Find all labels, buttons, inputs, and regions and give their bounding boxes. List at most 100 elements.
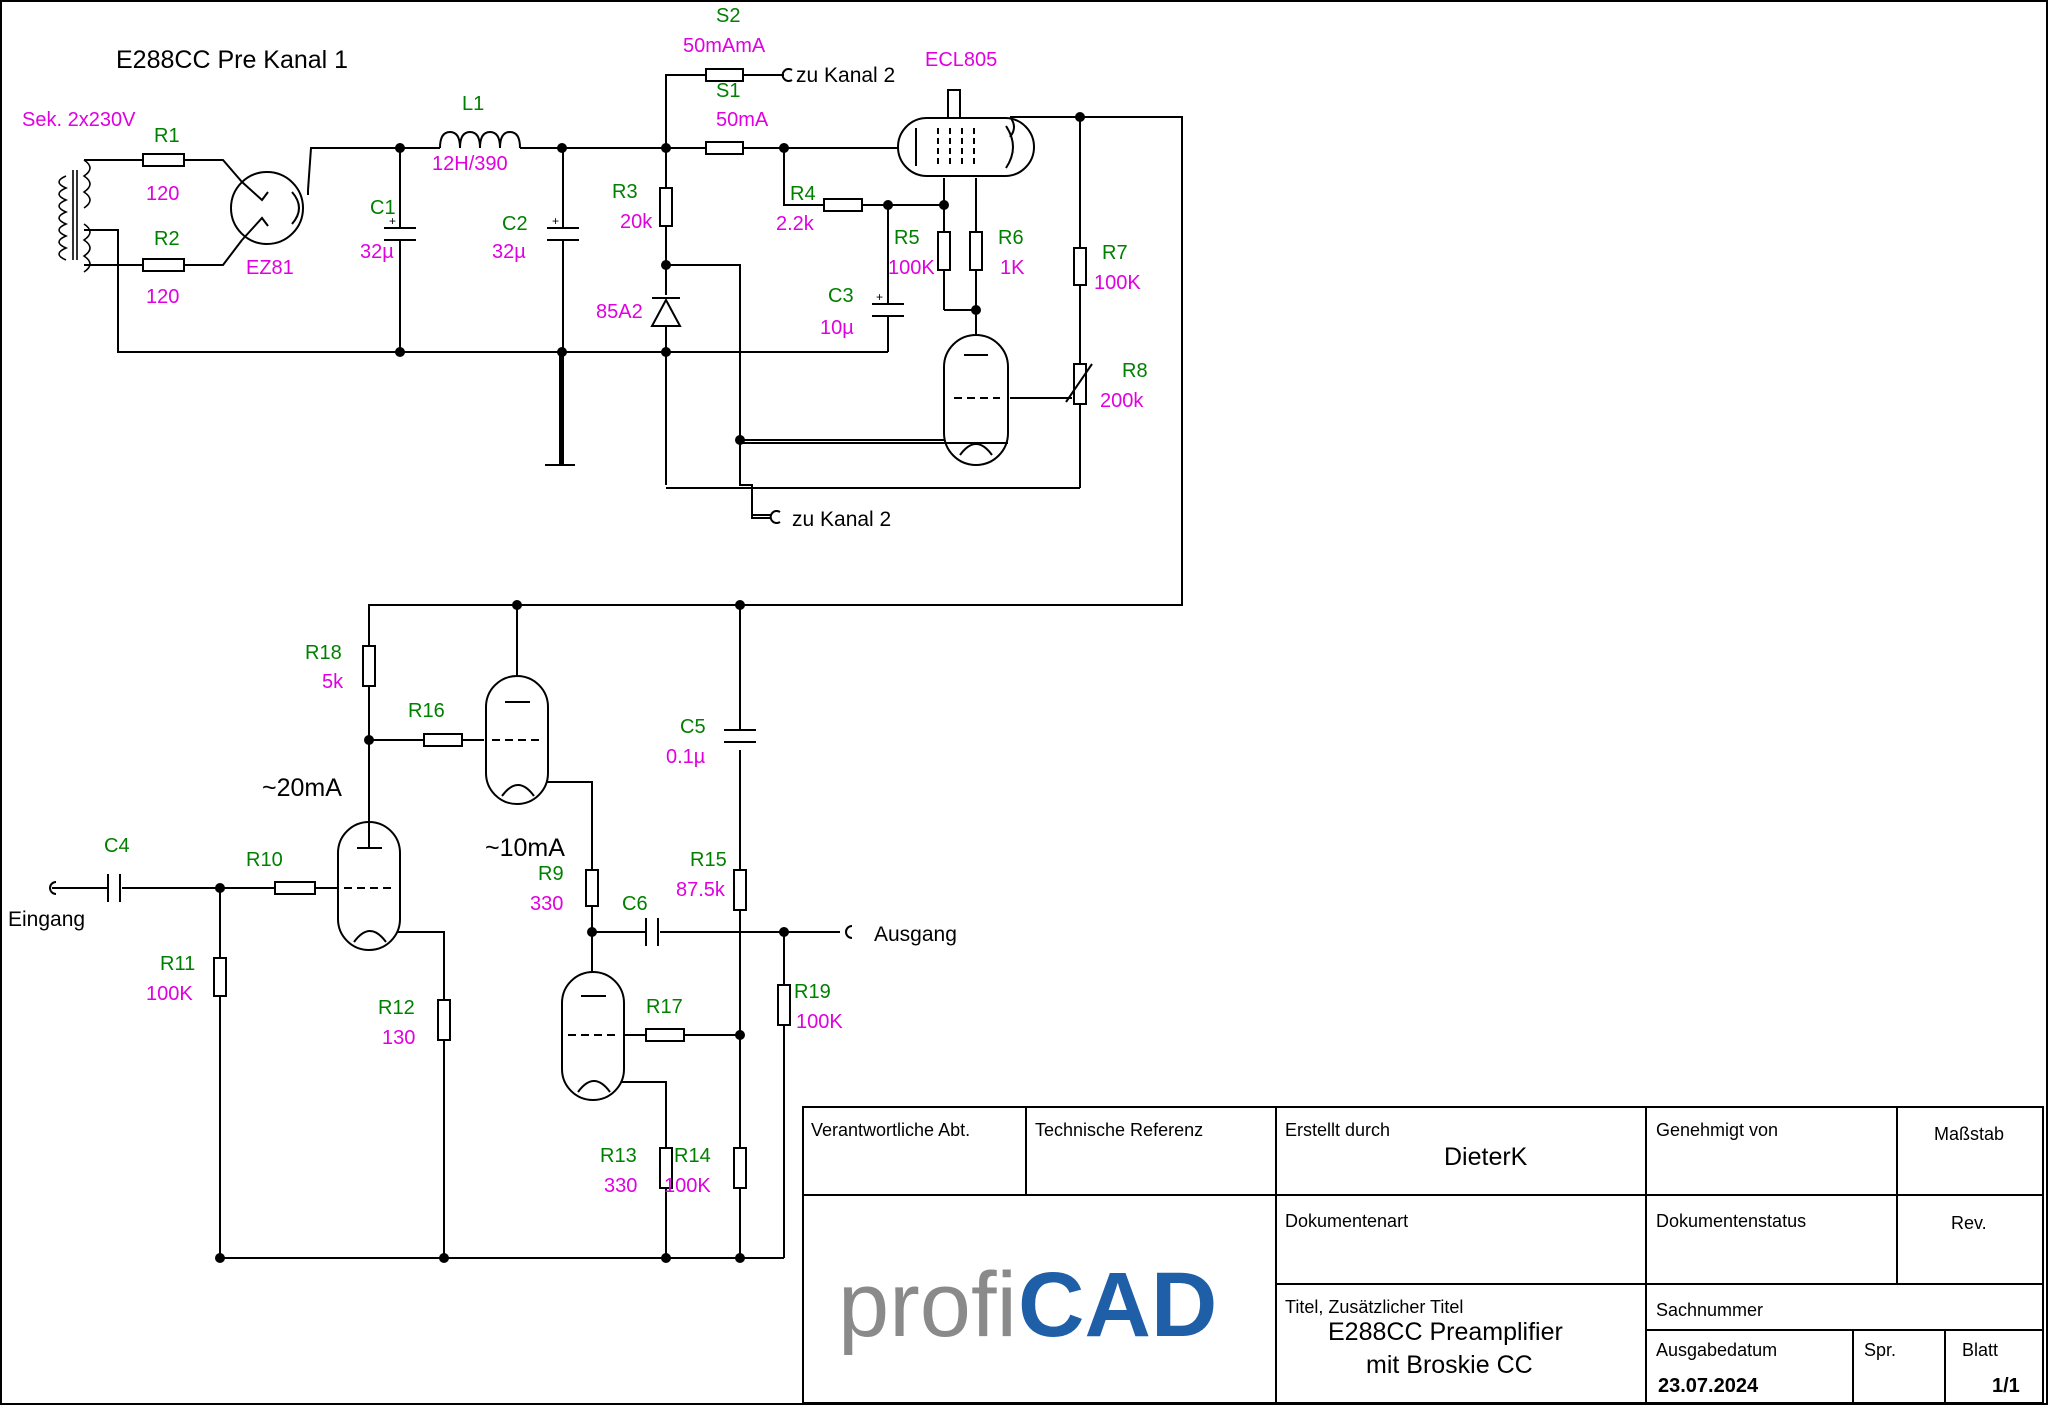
tube-ecl805	[897, 89, 1035, 177]
tb-ausgabedatum: 23.07.2024	[1658, 1375, 1759, 1397]
tube-v3-triode	[561, 971, 625, 1101]
svg-text:+: +	[389, 214, 396, 228]
val-r11: 100K	[146, 983, 193, 1005]
ref-r5: R5	[894, 227, 920, 249]
resistor-r1	[142, 153, 185, 167]
label-zu-kanal2-bottom: zu Kanal 2	[792, 508, 891, 531]
tube-regulator-triode	[943, 334, 1009, 466]
capacitor-c2: +	[547, 214, 579, 241]
val-r6: 1K	[1000, 257, 1025, 279]
resistor-r3	[659, 187, 673, 227]
connector-kanal2-bottom-icon	[769, 510, 781, 524]
tb-blatt: 1/1	[1992, 1375, 2020, 1397]
ref-r10: R10	[246, 849, 283, 871]
resistor-r13	[659, 1147, 673, 1189]
ref-r13: R13	[600, 1145, 637, 1167]
ref-r1: R1	[154, 125, 180, 147]
ref-r11: R11	[160, 953, 195, 975]
val-r3: 20k	[620, 211, 653, 233]
ref-r6: R6	[998, 227, 1024, 249]
ref-r4: R4	[790, 183, 816, 205]
ref-85a2: 85A2	[596, 301, 643, 323]
val-r19: 100K	[796, 1011, 843, 1033]
resistor-r18	[362, 645, 376, 687]
label-ausgang: Ausgang	[874, 923, 957, 946]
ref-s2: S2	[716, 5, 740, 27]
ref-l1: L1	[462, 93, 484, 115]
capacitor-c5	[724, 729, 756, 743]
val-r7: 100K	[1094, 272, 1141, 294]
tb-sachnummer: Sachnummer	[1656, 1300, 1763, 1320]
label-zu-kanal2-top: zu Kanal 2	[796, 64, 895, 87]
resistor-r6	[969, 231, 983, 271]
tb-erstellt-durch: Erstellt durch	[1285, 1120, 1390, 1140]
ref-c3: C3	[828, 285, 854, 307]
fuse-s2	[705, 68, 744, 82]
tb-dokumentenart: Dokumentenart	[1285, 1211, 1408, 1231]
ref-r3: R3	[612, 181, 638, 203]
amplifier-wiring	[52, 604, 840, 1259]
ref-r8: R8	[1122, 360, 1148, 382]
regulator-85a2	[650, 297, 682, 327]
tb-technische-referenz: Technische Referenz	[1035, 1120, 1203, 1140]
val-l1: 12H/390	[432, 153, 508, 175]
proficad-logo: profi CAD	[838, 1254, 1217, 1356]
ref-c2: C2	[502, 213, 528, 235]
val-s1: 50mA	[716, 109, 769, 131]
ref-c4: C4	[104, 835, 130, 857]
val-r8: 200k	[1100, 390, 1144, 412]
resistor-r14	[733, 1147, 747, 1189]
resistor-r2	[142, 258, 185, 272]
tb-genehmigt-von: Genehmigt von	[1656, 1120, 1778, 1140]
val-r9: 330	[530, 893, 563, 915]
val-r1: 120	[146, 183, 179, 205]
resistor-r19	[777, 984, 791, 1026]
transformer	[58, 159, 91, 273]
power-supply-wiring	[84, 74, 1183, 646]
label-current-10ma: ~10mA	[485, 834, 565, 862]
ref-r18: R18	[305, 642, 342, 664]
rectifier-label: EZ81	[246, 257, 294, 279]
resistor-r10	[274, 881, 316, 895]
ref-r14: R14	[674, 1145, 711, 1167]
transformer-label: Sek. 2x230V	[22, 109, 136, 131]
resistor-r4	[823, 198, 863, 212]
val-r14: 100K	[664, 1175, 711, 1197]
val-r2: 120	[146, 286, 179, 308]
ref-r9: R9	[538, 863, 564, 885]
val-r12: 130	[382, 1027, 415, 1049]
title-block	[802, 1106, 2044, 1404]
val-c2: 32µ	[492, 241, 526, 263]
tb-titel-line2: mit Broskie CC	[1366, 1351, 1533, 1379]
resistor-r17	[645, 1028, 685, 1042]
svg-text:CAD: CAD	[1018, 1254, 1217, 1356]
val-r15: 87.5k	[676, 879, 726, 901]
val-c3: 10µ	[820, 317, 854, 339]
fuse-s1	[705, 141, 744, 155]
tb-author: DieterK	[1444, 1143, 1528, 1171]
connector-kanal2-top-icon	[781, 68, 793, 82]
inductor-l1	[439, 130, 521, 149]
schematic-title: E288CC Pre Kanal 1	[116, 46, 348, 74]
label-current-20ma: ~20mA	[262, 774, 342, 802]
resistor-r12	[437, 999, 451, 1041]
tb-ausgabedatum-label: Ausgabedatum	[1656, 1340, 1777, 1360]
ref-c1: C1	[370, 197, 396, 219]
resistor-r9	[585, 869, 599, 907]
val-r4: 2.2k	[776, 213, 815, 235]
capacitor-c6	[645, 918, 659, 946]
label-eingang: Eingang	[8, 908, 85, 931]
ref-s1: S1	[716, 80, 740, 102]
ref-c5: C5	[680, 716, 706, 738]
tube-v2-triode	[485, 675, 549, 805]
tb-spr: Spr.	[1864, 1340, 1896, 1360]
rectifier-tube-ez81	[230, 171, 309, 245]
psu-junctions	[395, 112, 1085, 445]
resistor-r15	[733, 869, 747, 911]
tb-titel-line1: E288CC Preamplifier	[1328, 1318, 1563, 1346]
output-jack-icon	[845, 925, 853, 939]
ref-r16: R16	[408, 700, 445, 722]
val-r5: 100K	[888, 257, 935, 279]
